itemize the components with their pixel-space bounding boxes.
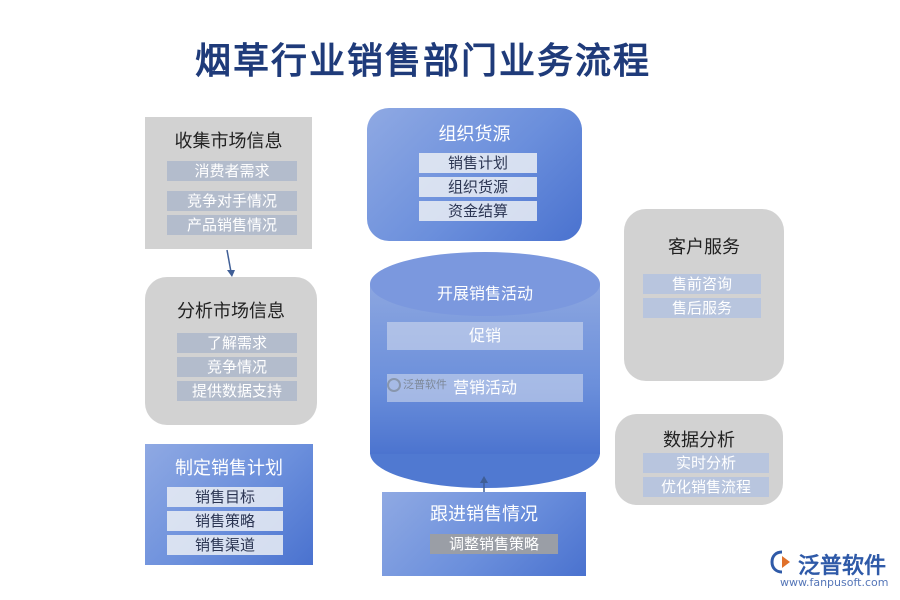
organize-supply-box: 组织货源 销售计划 组织货源 资金结算 bbox=[367, 108, 582, 241]
watermark: 泛普软件 bbox=[387, 376, 447, 392]
watermark-logo-icon bbox=[387, 378, 401, 392]
activity-item: 促销 bbox=[387, 322, 583, 350]
data-analysis-box: 数据分析 实时分析 优化销售流程 bbox=[615, 414, 783, 505]
collect-item: 产品销售情况 bbox=[167, 215, 297, 235]
data-item: 实时分析 bbox=[643, 453, 769, 473]
analyze-item: 竞争情况 bbox=[177, 357, 297, 377]
page-title: 烟草行业销售部门业务流程 bbox=[195, 41, 652, 82]
collect-item: 消费者需求 bbox=[167, 161, 297, 181]
flow-arrow bbox=[226, 249, 235, 277]
supply-title: 组织货源 bbox=[438, 124, 511, 145]
service-item: 售后服务 bbox=[643, 298, 761, 318]
activity-item: 营销活动 bbox=[387, 374, 583, 402]
service-item: 售前咨询 bbox=[643, 274, 761, 294]
logo-url: www.fanpusoft.com bbox=[780, 576, 889, 589]
make-sales-plan-box: 制定销售计划 销售目标 销售策略 销售渠道 bbox=[145, 444, 313, 565]
activity-title: 开展销售活动 bbox=[436, 284, 533, 303]
plan-item: 销售渠道 bbox=[167, 535, 283, 555]
analyze-title: 分析市场信息 bbox=[177, 301, 285, 322]
sales-activity-cylinder-top bbox=[370, 252, 600, 316]
logo-name: 泛普软件 bbox=[798, 554, 887, 579]
collect-title: 收集市场信息 bbox=[174, 131, 283, 152]
supply-item: 组织货源 bbox=[419, 177, 537, 197]
analyze-item: 了解需求 bbox=[177, 333, 297, 353]
supply-item: 资金结算 bbox=[419, 201, 537, 221]
service-title: 客户服务 bbox=[668, 237, 740, 258]
follow-up-sales-box: 跟进销售情况 调整销售策略 bbox=[382, 492, 586, 576]
data-item: 优化销售流程 bbox=[643, 477, 769, 497]
flow-arrow bbox=[480, 476, 488, 492]
collect-item: 竞争对手情况 bbox=[167, 191, 297, 211]
plan-item: 销售策略 bbox=[167, 511, 283, 531]
customer-service-box: 客户服务 售前咨询 售后服务 bbox=[624, 209, 784, 381]
follow-title: 跟进销售情况 bbox=[430, 504, 538, 525]
analyze-item: 提供数据支持 bbox=[177, 381, 297, 401]
analyze-market-info-box: 分析市场信息 了解需求 竞争情况 提供数据支持 bbox=[145, 277, 317, 425]
plan-item: 销售目标 bbox=[167, 487, 283, 507]
collect-market-info-box: 收集市场信息 消费者需求 竞争对手情况 产品销售情况 bbox=[145, 117, 312, 249]
supply-item: 销售计划 bbox=[419, 153, 537, 173]
data-title: 数据分析 bbox=[663, 430, 735, 451]
watermark-text: 泛普软件 bbox=[403, 378, 447, 391]
plan-title: 制定销售计划 bbox=[175, 458, 283, 479]
follow-item: 调整销售策略 bbox=[430, 534, 558, 554]
fanpu-logo-icon bbox=[770, 550, 790, 574]
